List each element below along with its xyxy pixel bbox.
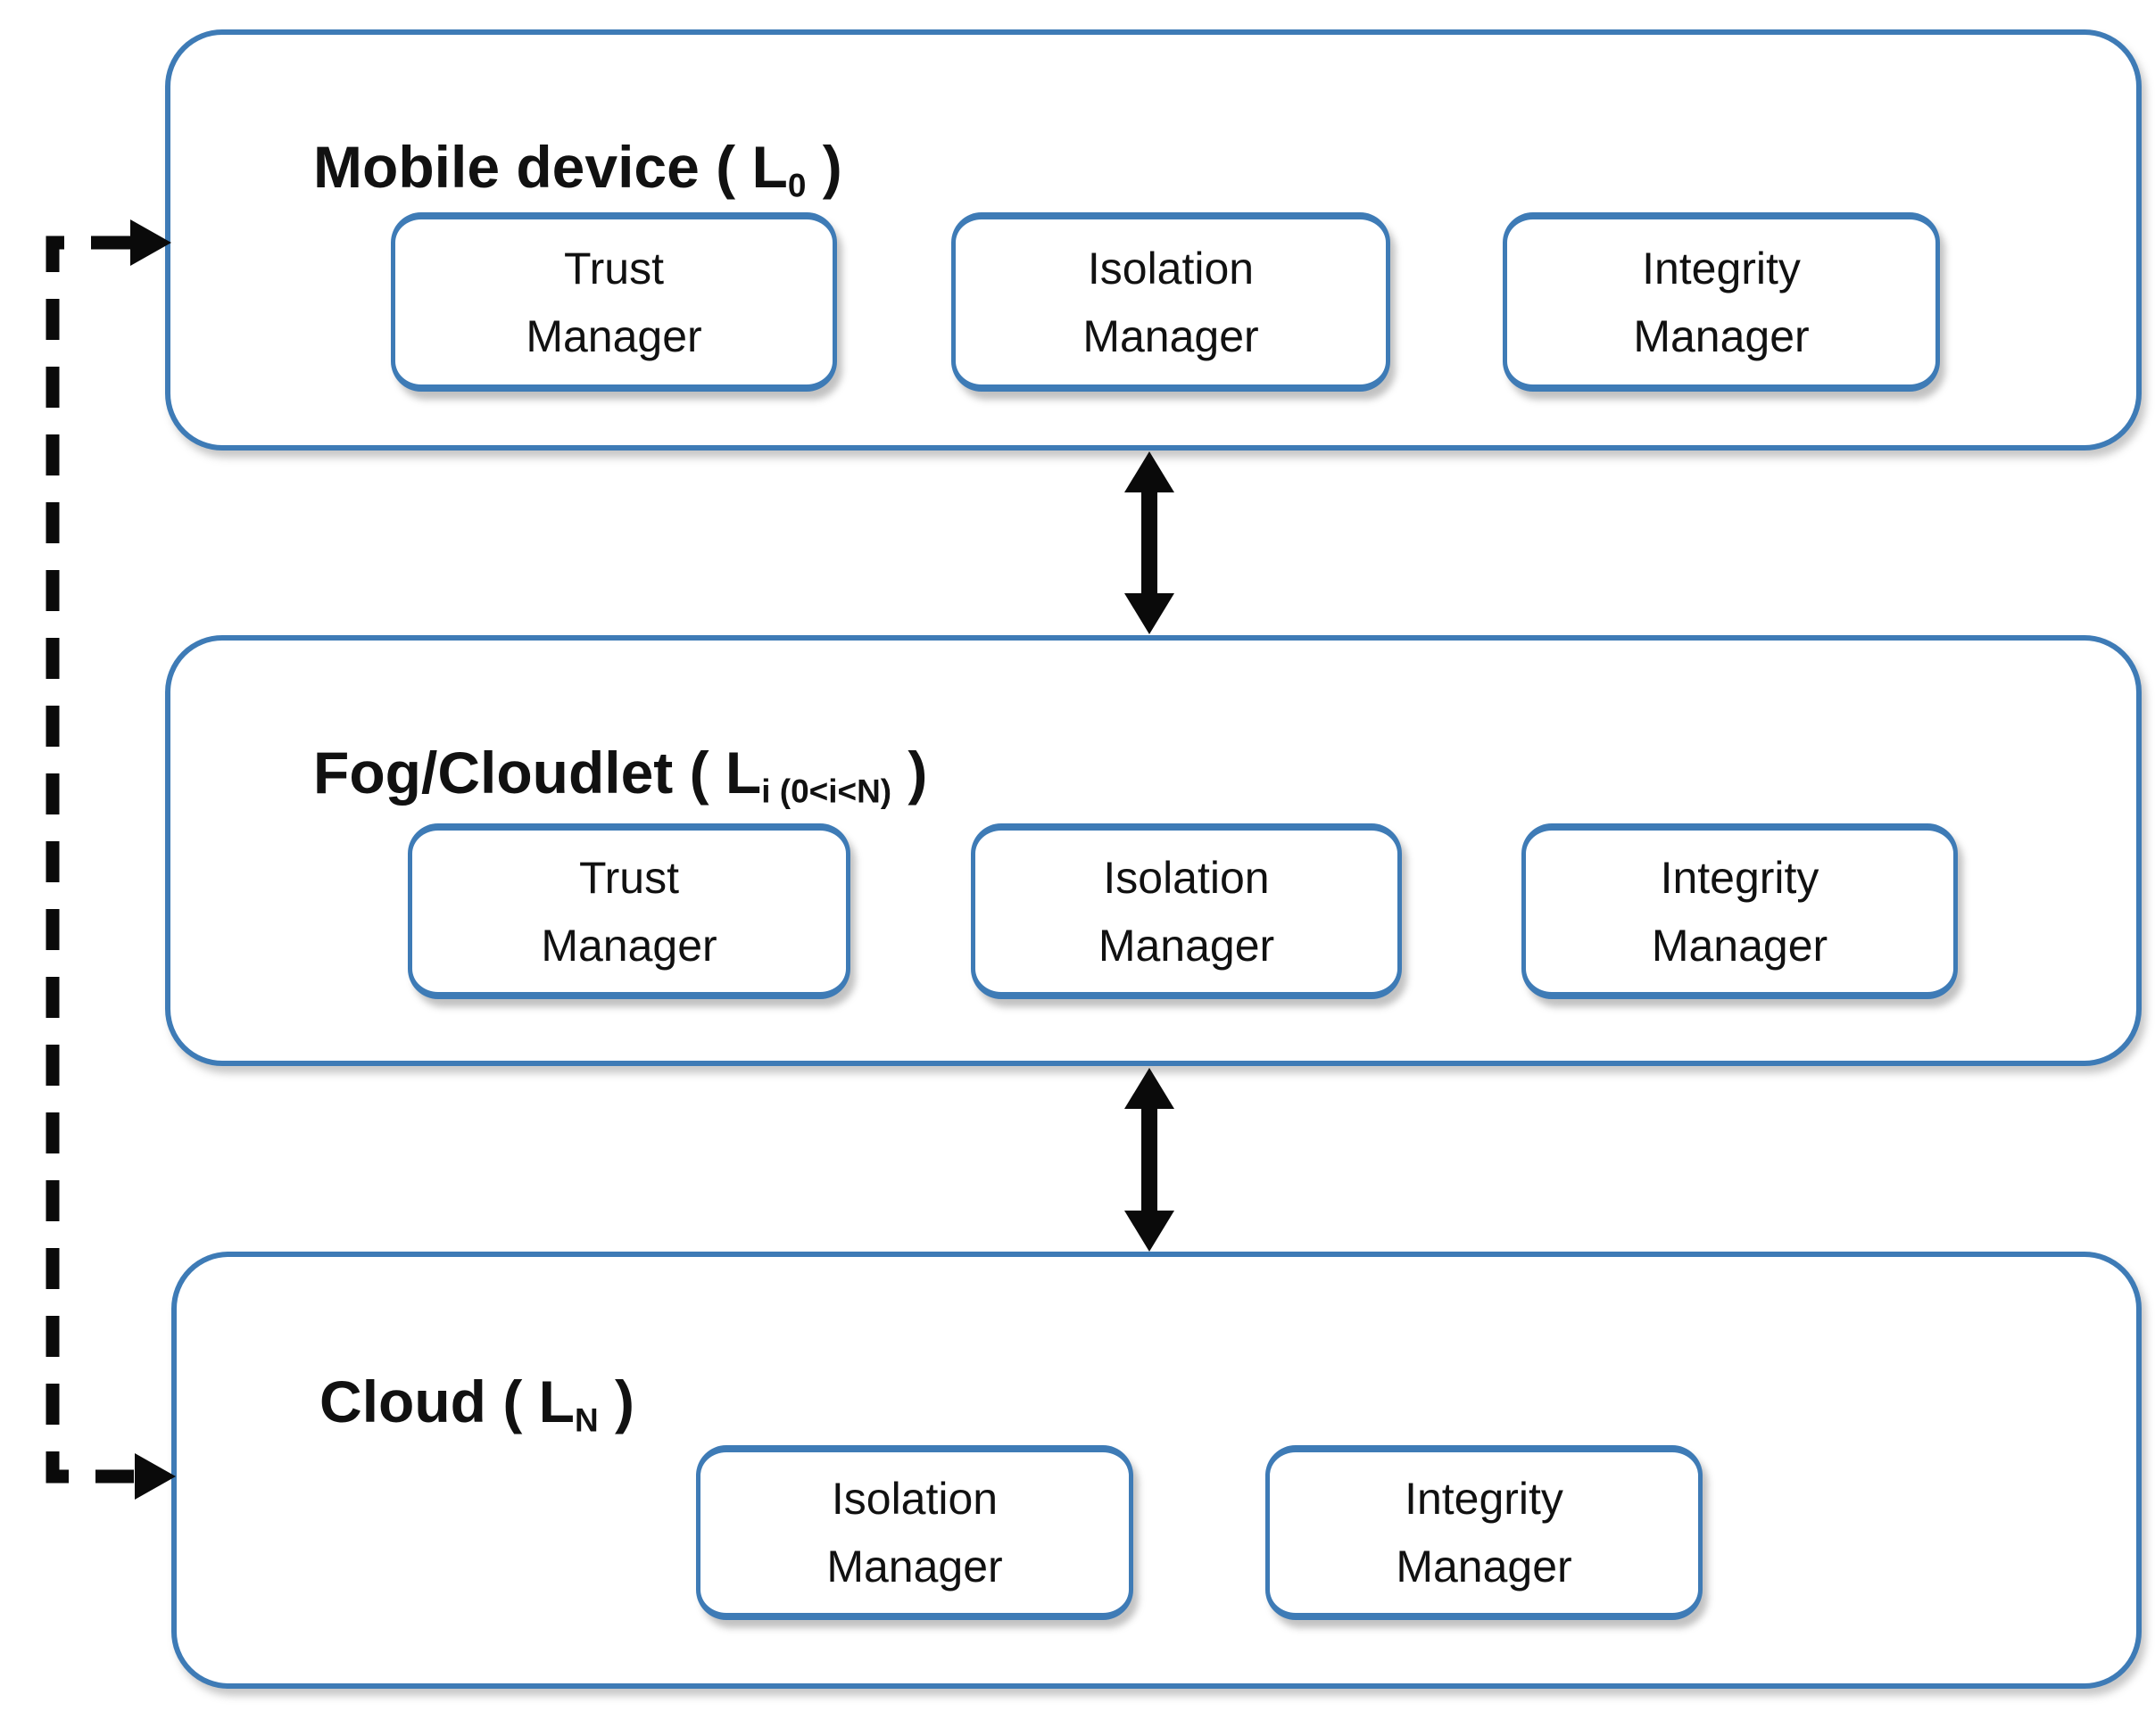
- manager-box-integrity: Integrity Manager: [1265, 1445, 1703, 1620]
- manager-label-line1: Trust: [578, 852, 680, 903]
- tier-box-mobile-device: Mobile device ( L0 ) Trust Manager Isola…: [165, 29, 2142, 451]
- manager-box-isolation: Isolation Manager: [951, 212, 1390, 392]
- arrowhead-up-icon: [1124, 1068, 1174, 1109]
- tier-title-text: Fog/Cloudlet ( L: [313, 740, 762, 806]
- manager-box-integrity: Integrity Manager: [1503, 212, 1940, 392]
- arrowhead-down-icon: [1124, 1211, 1174, 1252]
- manager-label-line2: Manager: [1098, 920, 1275, 971]
- dashed-loop-path: [46, 236, 134, 1484]
- manager-label-line1: Integrity: [1405, 1474, 1563, 1524]
- manager-label-line2: Manager: [826, 1542, 1003, 1591]
- manager-box-isolation: Isolation Manager: [971, 823, 1402, 999]
- manager-label-line2: Manager: [1651, 920, 1828, 971]
- tier-title-text: Cloud ( L: [319, 1368, 575, 1434]
- tier-title-text: Mobile device ( L: [313, 134, 788, 200]
- tier-title-subscript: N: [574, 1401, 599, 1439]
- manager-label-line1: Isolation: [1103, 852, 1270, 903]
- manager-label-line2: Manager: [526, 310, 702, 361]
- manager-label-line1: Trust: [563, 243, 665, 293]
- tier-title-fog-cloudlet: Fog/Cloudlet ( Li (0<i<N) ): [215, 671, 927, 878]
- tier-title-subscript: i (0<i<N): [761, 773, 892, 810]
- tier-title-text: ): [891, 740, 928, 806]
- double-arrow-fog-cloud: [1124, 1068, 1174, 1252]
- arrowhead-down-icon: [1124, 593, 1174, 634]
- manager-box-isolation: Isolation Manager: [696, 1445, 1133, 1620]
- tier-title-mobile-device: Mobile device ( L0 ): [215, 65, 842, 272]
- manager-box-integrity: Integrity Manager: [1521, 823, 1958, 999]
- tier-title-cloud: Cloud ( LN ): [221, 1300, 634, 1507]
- manager-label-line1: Integrity: [1642, 243, 1801, 293]
- manager-box-trust: Trust Manager: [408, 823, 850, 999]
- manager-label-line2: Manager: [541, 920, 717, 971]
- manager-label-line1: Isolation: [831, 1474, 999, 1524]
- manager-label-line1: Isolation: [1087, 243, 1255, 293]
- manager-label-line2: Manager: [1396, 1542, 1572, 1591]
- dashed-loop-connector: [46, 219, 176, 1500]
- manager-label-line2: Manager: [1082, 310, 1259, 361]
- tier-title-subscript: 0: [787, 167, 807, 204]
- manager-label-line2: Manager: [1633, 310, 1810, 361]
- tier-title-text: ): [806, 134, 842, 200]
- manager-label-line1: Integrity: [1660, 852, 1819, 903]
- double-arrow-mobile-fog: [1124, 451, 1174, 634]
- manager-box-trust: Trust Manager: [391, 212, 837, 392]
- tier-box-fog-cloudlet: Fog/Cloudlet ( Li (0<i<N) ) Trust Manage…: [165, 635, 2142, 1066]
- arrowhead-up-icon: [1124, 451, 1174, 492]
- arrowhead-into-cloud-icon: [135, 1453, 176, 1500]
- tier-box-cloud: Cloud ( LN ) Isolation Manager Integrity…: [171, 1252, 2142, 1689]
- tier-title-text: ): [598, 1368, 634, 1434]
